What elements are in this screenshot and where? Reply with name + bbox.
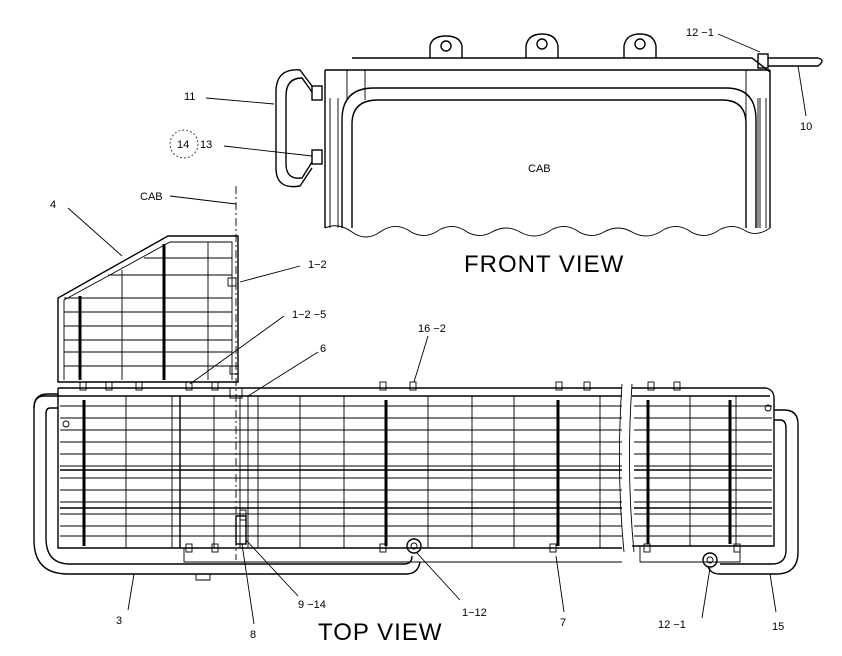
clamp-12-1-bottom xyxy=(702,552,718,568)
front-break-line xyxy=(324,225,771,238)
callout-6: 6 xyxy=(320,343,326,355)
platform-4-outline xyxy=(57,235,239,383)
front-handrail-inner xyxy=(351,99,747,228)
callout-14: 14 xyxy=(177,139,189,151)
front-view-title: FRONT VIEW xyxy=(464,251,624,278)
front-handrail-outer xyxy=(341,87,757,228)
callout-14-circle xyxy=(169,129,199,159)
leader-lines xyxy=(67,33,807,625)
callout-7: 7 xyxy=(560,617,566,629)
top-view-main-walkway xyxy=(33,381,799,581)
cab-label-front: CAB xyxy=(528,163,551,175)
callout-11: 11 xyxy=(184,91,195,103)
mounting-lugs xyxy=(429,33,657,58)
callout-10: 10 xyxy=(800,121,812,133)
grab-handle-outer xyxy=(275,69,313,188)
handle-bolt-bottom xyxy=(311,149,323,165)
callout-12-1-top: 12 −1 xyxy=(686,27,714,39)
bolt-clips-top xyxy=(79,381,681,391)
handle-bolt-top xyxy=(311,85,323,101)
callout-8: 8 xyxy=(250,629,256,641)
callout-3: 3 xyxy=(116,615,122,627)
front-left-post xyxy=(329,98,339,228)
callout-12-1-bottom: 12 −1 xyxy=(658,619,686,631)
front-view xyxy=(275,33,823,238)
lever-10 xyxy=(768,57,823,67)
bolt-clips-bottom xyxy=(185,543,741,553)
clamp-1-12 xyxy=(406,538,422,554)
callout-13: 13 xyxy=(200,139,212,151)
callout-15: 15 xyxy=(772,621,784,633)
callout-1-2: 1−2 xyxy=(308,259,327,271)
grab-handle-inner xyxy=(285,77,313,179)
cab-label-top: CAB xyxy=(140,191,163,203)
callout-9-14: 9 −14 xyxy=(298,599,326,611)
callout-4: 4 xyxy=(50,199,56,211)
handrail-3-inner xyxy=(45,407,413,565)
top-view-small-platform xyxy=(57,186,239,560)
hinge-block-8 xyxy=(235,515,247,545)
callout-16-2: 16 −2 xyxy=(418,323,446,335)
callout-1-12: 1−12 xyxy=(462,607,487,619)
top-view-title: TOP VIEW xyxy=(318,619,442,646)
handrail-15-outer xyxy=(707,409,799,575)
walkway-break-lines xyxy=(618,383,635,553)
callout-1-2-5: 1−2 −5 xyxy=(292,309,326,321)
handrail-15-inner xyxy=(720,419,787,565)
